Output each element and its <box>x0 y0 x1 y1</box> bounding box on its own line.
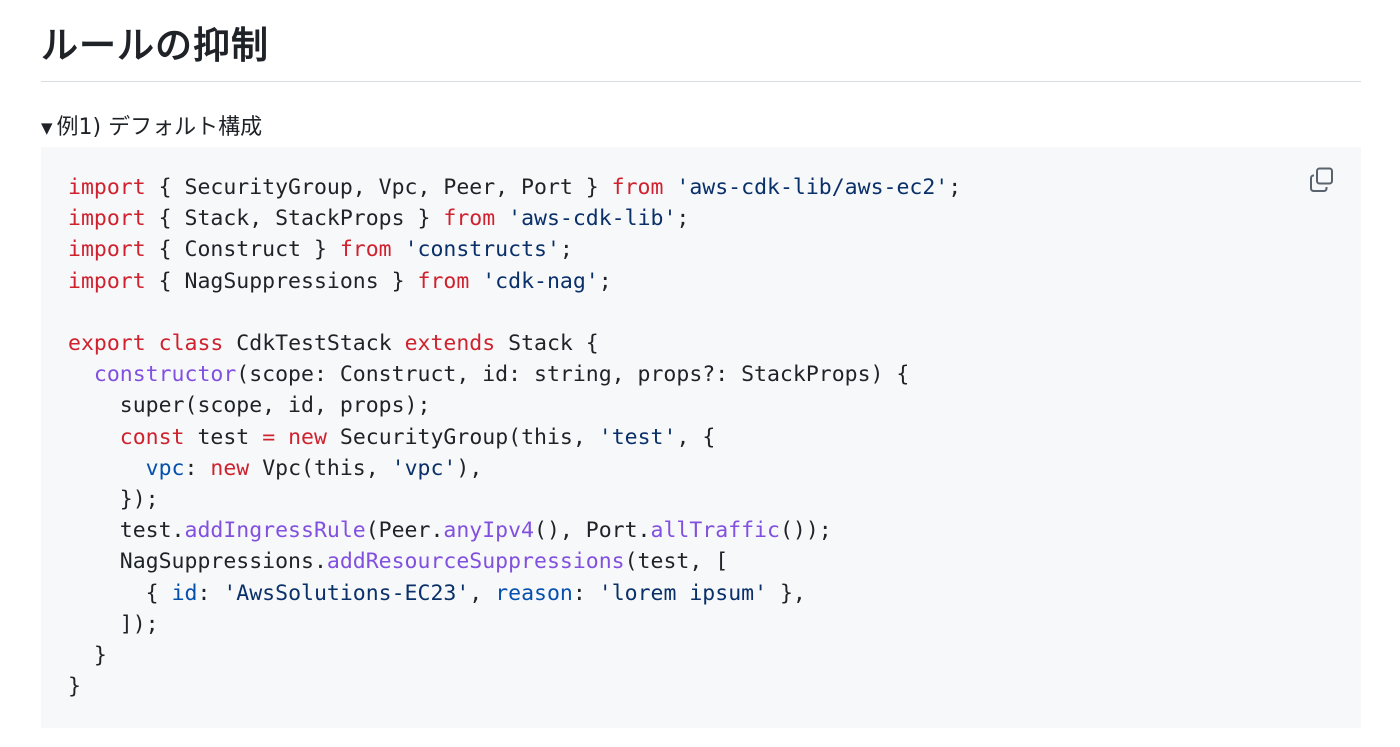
code-token <box>68 362 94 387</box>
code-token: (scope: Construct, id: string, props?: S… <box>236 362 910 388</box>
code-token <box>68 456 146 481</box>
code-token: NagSuppressions. <box>68 549 327 575</box>
code-token: new <box>210 455 250 481</box>
code-token: 'aws-cdk-lib' <box>508 206 677 232</box>
details-summary-toggle[interactable]: ▼ 例1) デフォルト構成 <box>41 110 262 146</box>
code-line: import { Construct } from 'constructs'; <box>68 234 961 265</box>
code-token: ; <box>948 175 962 200</box>
code-line: import { Stack, StackProps } from 'aws-c… <box>68 203 961 234</box>
code-line: export class CdkTestStack extends Stack … <box>68 328 961 359</box>
code-token: 'lorem ipsum' <box>598 580 768 606</box>
code-token: 'test' <box>598 424 677 450</box>
code-line: { id: 'AwsSolutions-EC23', reason: 'lore… <box>68 578 961 609</box>
code-token: from <box>611 175 664 200</box>
code-block: import { SecurityGroup, Vpc, Peer, Port … <box>41 147 1361 728</box>
code-token: = <box>262 424 276 450</box>
code-token: import <box>68 268 146 294</box>
code-token: 'constructs' <box>404 237 560 263</box>
code-token: { NagSuppressions } <box>145 268 418 294</box>
code-token: ; <box>559 237 573 263</box>
code-token: 'cdk-nag' <box>482 268 599 294</box>
code-token: from <box>443 206 496 232</box>
code-token: : <box>197 580 224 606</box>
code-token: export <box>68 331 146 357</box>
code-token: }); <box>68 487 159 513</box>
code-token: reason <box>495 580 573 606</box>
code-token: import <box>68 237 146 263</box>
code-token: { Stack, StackProps } <box>145 206 444 232</box>
code-content: import { SecurityGroup, Vpc, Peer, Port … <box>68 172 961 702</box>
code-token: SecurityGroup(this, <box>326 424 599 450</box>
code-token: }, <box>767 580 806 606</box>
code-token: ]); <box>68 611 159 637</box>
code-token: } <box>68 674 81 700</box>
code-token: import <box>68 206 146 232</box>
code-token: vpc <box>145 455 185 481</box>
code-token: const <box>119 424 185 450</box>
code-line: import { NagSuppressions } from 'cdk-nag… <box>68 266 961 297</box>
code-token: Stack { <box>495 331 599 357</box>
code-token: constructor <box>93 362 237 388</box>
copy-icon <box>1310 167 1333 192</box>
code-token: } <box>68 643 107 669</box>
code-line: ]); <box>68 609 961 640</box>
code-token: , { <box>676 424 716 450</box>
code-line: import { SecurityGroup, Vpc, Peer, Port … <box>68 172 961 203</box>
section-heading: ルールの抑制 <box>41 18 1361 82</box>
code-token: ; <box>598 268 612 294</box>
code-token: new <box>288 424 327 450</box>
code-token: class <box>158 331 224 357</box>
code-line: } <box>68 640 961 671</box>
code-token <box>146 331 159 356</box>
code-token <box>275 425 288 450</box>
code-token: CdkTestStack <box>223 331 405 357</box>
code-line: NagSuppressions.addResourceSuppressions(… <box>68 546 961 577</box>
disclosure-triangle-icon: ▼ <box>41 119 53 137</box>
code-token <box>392 237 405 262</box>
code-line: constructor(scope: Construct, id: string… <box>68 359 961 390</box>
code-token: ()); <box>779 518 832 544</box>
code-token: (Peer. <box>365 518 444 544</box>
code-token: Vpc(this, <box>249 455 392 481</box>
code-token: addResourceSuppressions <box>326 549 625 575</box>
code-token: { SecurityGroup, Vpc, Peer, Port } <box>145 175 612 200</box>
code-token: (), Port. <box>534 518 651 544</box>
code-token: 'AwsSolutions-EC23' <box>223 580 470 606</box>
details-summary-label: 例1) デフォルト構成 <box>56 115 263 140</box>
code-token: (test, [ <box>624 549 729 575</box>
code-token <box>663 175 676 200</box>
code-token: { <box>68 580 172 606</box>
section-title: ルールの抑制 <box>41 24 269 67</box>
code-line: vpc: new Vpc(this, 'vpc'), <box>68 453 961 484</box>
code-token: { Construct } <box>145 237 340 263</box>
copy-button[interactable] <box>1307 165 1337 195</box>
code-token: import <box>68 175 146 200</box>
code-token <box>469 269 482 294</box>
code-token: test <box>184 424 263 450</box>
code-token <box>495 206 508 231</box>
code-line: } <box>68 671 961 702</box>
code-token: : <box>572 580 599 606</box>
code-token: from <box>417 268 470 294</box>
code-token: super(scope, id, props); <box>68 393 431 419</box>
code-token: , <box>469 580 496 606</box>
code-token <box>68 425 120 450</box>
code-token: anyIpv4 <box>443 518 534 544</box>
code-token: ; <box>676 206 690 232</box>
code-line: const test = new SecurityGroup(this, 'te… <box>68 422 961 453</box>
code-token: addIngressRule <box>184 518 366 544</box>
code-token: 'vpc' <box>391 455 457 481</box>
code-token: extends <box>404 331 496 357</box>
code-token: allTraffic <box>650 518 780 544</box>
code-token: id <box>171 580 198 606</box>
code-line <box>68 297 961 328</box>
code-token: test. <box>68 518 185 544</box>
code-line: super(scope, id, props); <box>68 390 961 421</box>
code-token: : <box>184 455 211 481</box>
code-token: from <box>339 237 392 263</box>
code-token: ), <box>456 455 483 481</box>
code-line: test.addIngressRule(Peer.anyIpv4(), Port… <box>68 515 961 546</box>
code-line: }); <box>68 484 961 515</box>
code-token: 'aws-cdk-lib/aws-ec2' <box>676 175 949 200</box>
